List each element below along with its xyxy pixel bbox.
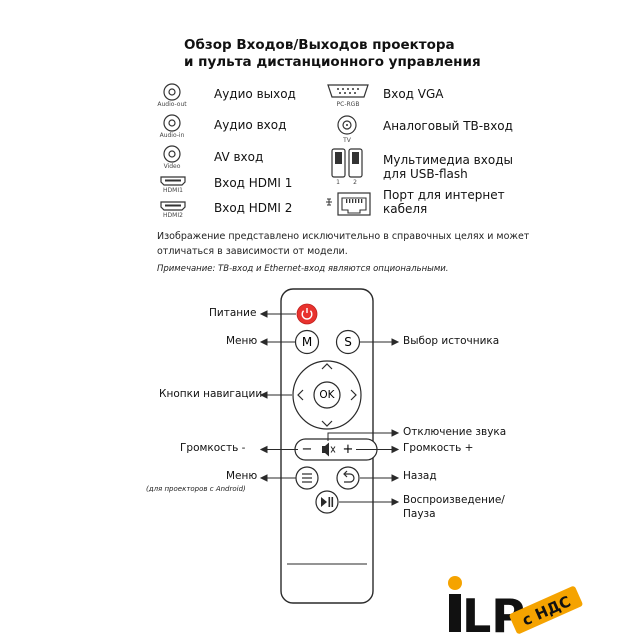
callout-source: Выбор источника — [403, 335, 499, 347]
callout-android-note: (для проекторов с Android) — [146, 485, 246, 493]
power-button[interactable] — [297, 304, 317, 324]
callout-back: Назад — [403, 470, 437, 482]
callout-volume-down: Громкость - — [180, 442, 245, 454]
back-button[interactable] — [337, 467, 359, 489]
callout-volume-up: Громкость + — [403, 442, 473, 454]
callout-play-pause-line-2: Пауза — [403, 508, 436, 520]
logo-dot — [448, 576, 462, 590]
play-pause-button[interactable] — [316, 491, 338, 513]
ok-button-label: OK — [319, 389, 335, 401]
menu-m-button-label: M — [302, 335, 312, 349]
callout-navigation: Кнопки навигации — [159, 388, 262, 400]
callout-android-menu: Меню — [226, 470, 257, 482]
source-s-button-label: S — [344, 335, 352, 349]
android-menu-button[interactable] — [296, 467, 318, 489]
callout-power: Питание — [209, 307, 256, 319]
callout-mute: Отключение звука — [403, 426, 506, 438]
callout-play-pause-line-1: Воспроизведение/ — [403, 494, 505, 506]
volume-minus-label: − — [302, 442, 313, 457]
callout-menu: Меню — [226, 335, 257, 347]
volume-plus-label: + — [343, 442, 354, 457]
ilp-logo: LP с НДС — [440, 570, 620, 638]
